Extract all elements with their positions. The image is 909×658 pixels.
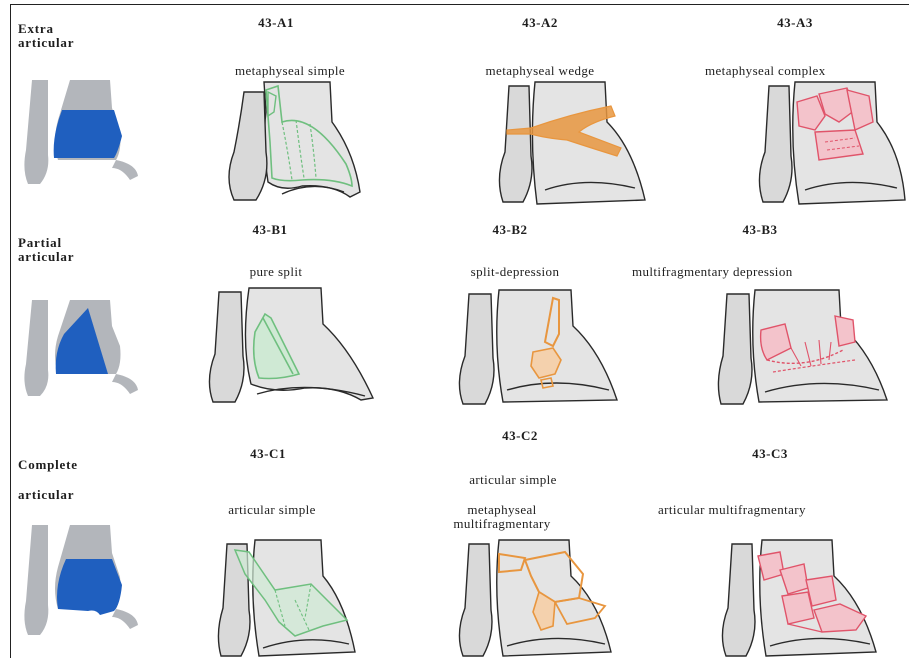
fracture-diagram-b1: [205, 288, 380, 408]
category-partial-articular: Partial articular: [18, 236, 74, 264]
type-desc-c1: articular simple: [228, 502, 316, 518]
type-code-c2: 43-C2: [502, 428, 538, 444]
type-code-a1: 43-A1: [258, 15, 294, 31]
fracture-diagram-a2: [495, 82, 665, 207]
type-code-a3: 43-A3: [777, 15, 813, 31]
category-line1: Partial: [18, 236, 74, 250]
category-line1: Extra: [18, 22, 74, 36]
category-line2: articular: [18, 250, 74, 264]
fracture-diagram-c2: [455, 540, 630, 658]
schematic-extra-articular: [18, 80, 158, 195]
type-desc-c2-line3: multifragmentary: [453, 516, 550, 532]
category-complete-articular-line1: Complete: [18, 458, 78, 472]
type-code-b1: 43-B1: [253, 222, 288, 238]
type-desc-c2-line1: articular simple: [469, 472, 557, 488]
type-code-b3: 43-B3: [743, 222, 778, 238]
fracture-diagram-c3: [718, 540, 888, 658]
fracture-diagram-a1: [222, 82, 372, 207]
type-desc-b2: split-depression: [471, 264, 560, 280]
fracture-diagram-b2: [455, 290, 625, 410]
category-line2: articular: [18, 36, 74, 50]
frame-left-border: [10, 4, 11, 658]
schematic-partial-articular: [18, 300, 158, 400]
type-desc-a2: metaphyseal wedge: [486, 63, 595, 79]
category-extra-articular: Extra articular: [18, 22, 74, 50]
type-desc-c3: articular multifragmentary: [658, 502, 806, 518]
type-desc-b1: pure split: [250, 264, 303, 280]
type-desc-a3: metaphyseal complex: [705, 63, 826, 79]
type-code-b2: 43-B2: [493, 222, 528, 238]
fracture-diagram-c1: [215, 540, 370, 658]
frame-top-border: [10, 4, 909, 5]
fracture-diagram-a3: [755, 82, 905, 207]
type-desc-a1: metaphyseal simple: [235, 63, 345, 79]
category-complete-articular-line2: articular: [18, 488, 74, 502]
type-code-c1: 43-C1: [250, 446, 286, 462]
type-code-a2: 43-A2: [522, 15, 558, 31]
fracture-diagram-b3: [715, 290, 895, 410]
type-code-c3: 43-C3: [752, 446, 788, 462]
schematic-complete-articular: [18, 525, 158, 640]
type-desc-b3: multifragmentary depression: [632, 264, 793, 280]
